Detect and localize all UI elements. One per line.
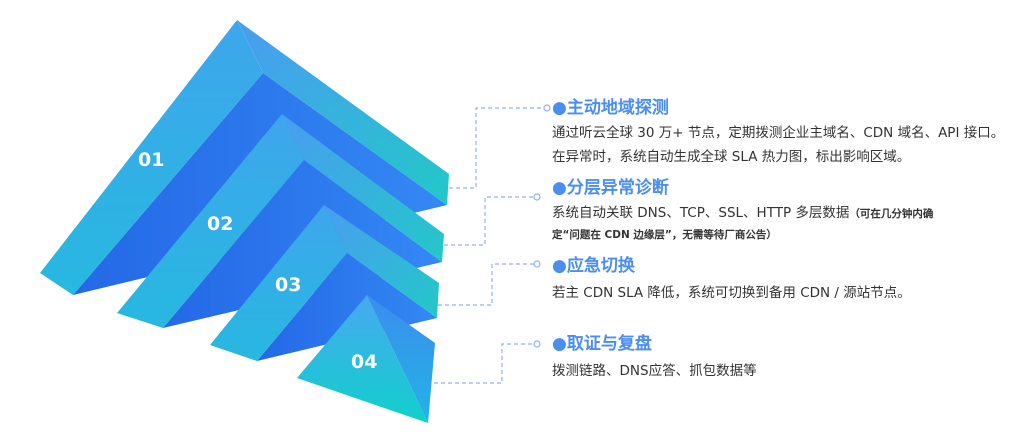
- step-2-title: ●分层异常诊断: [552, 178, 669, 198]
- step-1-line-1: 通过听云全球 30 万+ 节点，定期拨测企业主域名、CDN 域名、API 接口。: [552, 125, 1005, 141]
- step-1-block: ●主动地域探测 通过听云全球 30 万+ 节点，定期拨测企业主域名、CDN 域名…: [552, 97, 1004, 169]
- step-2-block: ●分层异常诊断 系统自动关联 DNS、TCP、SSL、HTTP 多层数据（可在几…: [552, 177, 933, 244]
- step-3-block: ●应急切换 若主 CDN SLA 降低，系统可切换到备用 CDN / 源站节点。: [552, 255, 911, 305]
- chevron-03: [210, 205, 439, 361]
- step-1-title: ●主动地域探测: [552, 98, 669, 118]
- connector-dot-1: [543, 104, 551, 112]
- step-2-note-b: 定“问题在 CDN 边缘层”，无需等待厂商公告）: [552, 229, 777, 241]
- step-number-02: 02: [207, 213, 233, 235]
- step-4-title: ●取证与复盘: [552, 334, 652, 354]
- step-3-title: ●应急切换: [552, 256, 635, 276]
- step-2-line-1: 系统自动关联 DNS、TCP、SSL、HTTP 多层数据: [552, 205, 850, 221]
- pyramid-04: [297, 295, 435, 423]
- connector-dot-4: [533, 340, 541, 348]
- connector-lines: [434, 107, 544, 384]
- step-4-line-1: 拨测链路、DNS应答、抓包数据等: [552, 363, 757, 379]
- step-number-01: 01: [138, 149, 164, 171]
- step-2-note-a: （可在几分钟内确: [849, 208, 934, 220]
- step-number-03: 03: [275, 274, 301, 296]
- step-4-block: ●取证与复盘 拨测链路、DNS应答、抓包数据等: [552, 333, 757, 383]
- connector-dot-3: [533, 260, 541, 268]
- connector-dot-2: [533, 193, 541, 201]
- step-3-line-1: 若主 CDN SLA 降低，系统可切换到备用 CDN / 源站节点。: [552, 285, 911, 301]
- step-number-04: 04: [351, 351, 377, 373]
- step-1-line-2: 在异常时，系统自动生成全球 SLA 热力图，标出影响区域。: [552, 149, 911, 165]
